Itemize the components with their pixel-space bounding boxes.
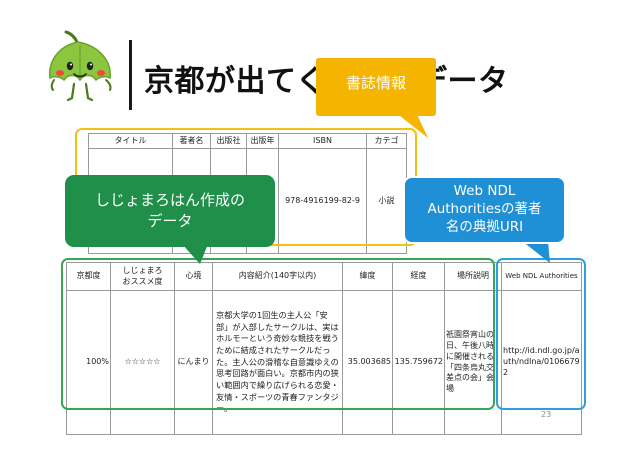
- page-number: 23: [541, 410, 552, 419]
- table-header-cell: 緯度: [342, 262, 393, 291]
- recommend-cell: ☆☆☆☆☆: [110, 290, 175, 435]
- table-cell: 小説: [366, 148, 407, 254]
- bibliographic-callout: 書誌情報: [316, 58, 436, 116]
- kyoto-degree-cell: 100%: [66, 290, 111, 435]
- table-header-cell: 心境: [174, 262, 213, 291]
- table-header-cell: 場所説明: [444, 262, 502, 291]
- table-header-cell: 京都度: [66, 262, 111, 291]
- place-cell: 祇園祭宵山の日、午後八時に開催される「四条烏丸交差点の会」会場: [444, 290, 502, 435]
- ndl-highlight-frame: [496, 258, 586, 410]
- mood-cell: にんまり: [174, 290, 213, 435]
- latitude-cell: 35.003685: [342, 290, 393, 435]
- ndl-callout-tail: [522, 241, 550, 263]
- title-divider: [129, 40, 132, 110]
- table-header-cell: 経度: [392, 262, 445, 291]
- shishoumaro-data-highlight-frame: [61, 258, 495, 410]
- shishoumaro-data-callout: しじょまろはん作成の データ: [65, 175, 275, 247]
- table-cell: 978-4916199-82-9: [278, 148, 367, 254]
- longitude-cell: 135.759672: [392, 290, 445, 435]
- data-callout-tail: [182, 244, 208, 264]
- authority-uri-cell: http://id.ndl.go.jp/auth/ndlna/01066792: [501, 290, 582, 435]
- table-header-row: 京都度 しじょまろ おススメ度 心境 内容紹介(140字以内) 緯度 経度 場所…: [66, 262, 582, 291]
- intro-cell: 京都大学の1回生の主人公「安部」が入部したサークルは、実はホルモーという奇妙な競…: [212, 290, 343, 435]
- ndl-authority-callout: Web NDL Authoritiesの著者 名の典拠URI: [403, 176, 566, 244]
- ginkgo-mascot-icon: [49, 30, 112, 102]
- table-row: 100% ☆☆☆☆☆ にんまり 京都大学の1回生の主人公「安部」が入部したサーク…: [66, 290, 582, 435]
